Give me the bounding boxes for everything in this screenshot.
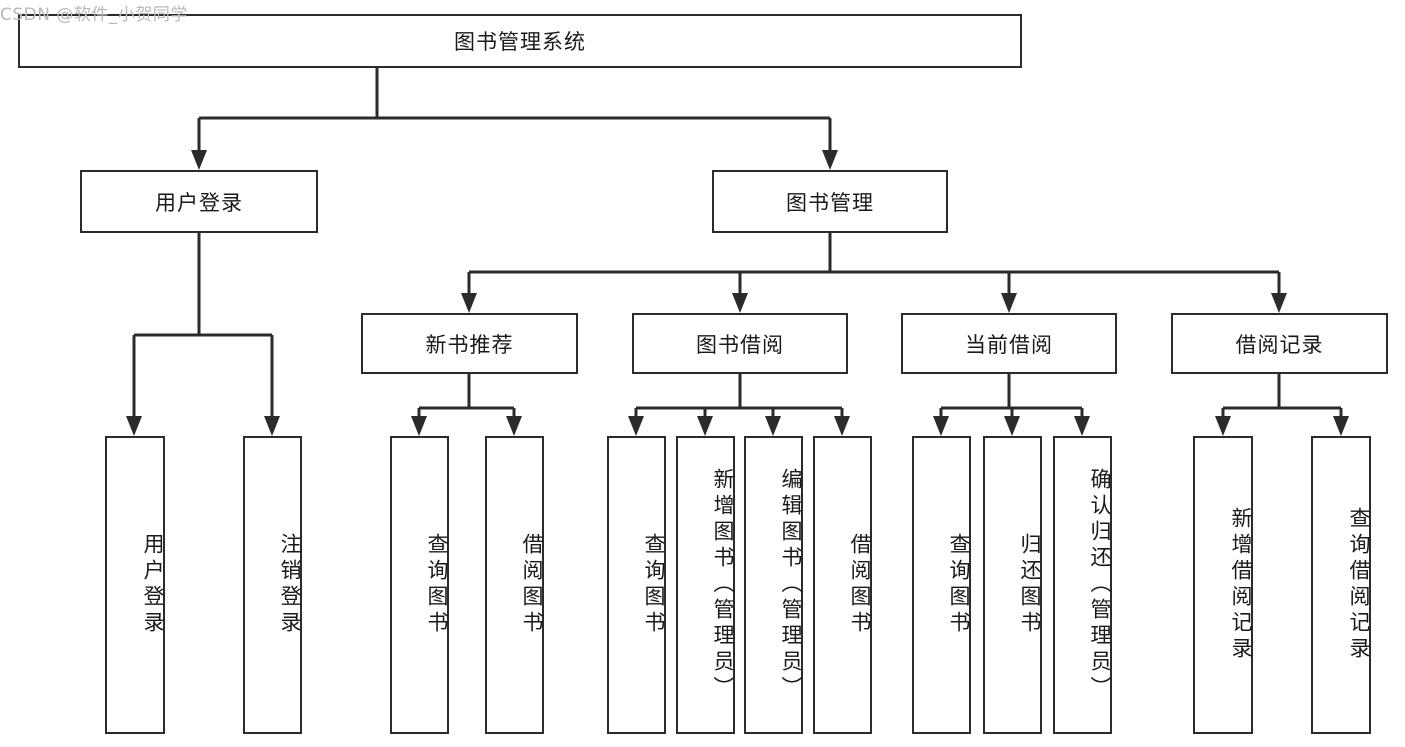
node-label: 借阅图书 [520,533,544,637]
node-leaf-confirm-return[interactable]: 确认归还（管理员） [1053,436,1112,734]
arrow-head [1074,416,1090,436]
node-leaf-query-book-2[interactable]: 查询图书 [607,436,666,734]
node-label: 新书推荐 [425,332,514,357]
node-label: 图书管理系统 [454,30,586,54]
arrow-head [264,416,280,436]
node-label: 查询图书 [425,533,449,637]
node-label: 查询图书 [642,533,666,637]
node-leaf-borrow-book-1[interactable]: 借阅图书 [485,436,544,734]
node-label: 当前借阅 [965,332,1053,357]
node-label: 新增图书（管理员） [711,468,735,702]
node-leaf-user-login[interactable]: 用户登录 [105,436,165,734]
node-label: 查询借阅记录 [1347,507,1371,663]
node-book-manage[interactable]: 图书管理 [712,170,948,233]
arrow-head [834,416,850,436]
arrow-head [191,150,207,170]
node-label: 归还图书 [1018,533,1042,637]
node-user-login[interactable]: 用户登录 [80,170,318,233]
arrow-head [628,416,644,436]
node-label: 借阅图书 [848,533,872,637]
node-label: 编辑图书（管理员） [779,468,803,702]
arrow-head [411,416,427,436]
node-label: 图书借阅 [696,332,784,357]
arrow-head [1004,416,1020,436]
node-label: 图书管理 [786,190,874,215]
arrow-head [765,416,781,436]
node-label: 确认归还（管理员） [1088,468,1112,702]
node-leaf-query-book-3[interactable]: 查询图书 [912,436,971,734]
node-leaf-query-record[interactable]: 查询借阅记录 [1311,436,1371,734]
node-leaf-borrow-book-2[interactable]: 借阅图书 [813,436,872,734]
arrow-head [697,416,713,436]
arrow-head [461,293,477,313]
arrow-head [1001,293,1017,313]
node-label: 用户登录 [155,190,243,215]
node-leaf-query-book-1[interactable]: 查询图书 [390,436,449,734]
arrow-head [1215,416,1231,436]
node-label: 新增借阅记录 [1229,507,1253,663]
arrow-head [822,150,838,170]
arrow-head [1333,416,1349,436]
watermark: CSDN @软件_小贺同学 [0,5,188,25]
node-current-borrow[interactable]: 当前借阅 [901,313,1117,374]
node-root[interactable]: 图书管理系统 [18,14,1022,68]
node-book-borrow[interactable]: 图书借阅 [632,313,848,374]
node-label: 用户登录 [141,533,165,637]
node-leaf-return-book[interactable]: 归还图书 [983,436,1042,734]
arrow-head [1271,293,1287,313]
node-new-book-recommend[interactable]: 新书推荐 [361,313,578,374]
arrow-head [732,293,748,313]
node-label: 借阅记录 [1235,332,1324,357]
arrow-head [126,416,142,436]
arrow-head [933,416,949,436]
node-label: 查询图书 [947,533,971,637]
node-label: 注销登录 [278,533,302,637]
node-leaf-add-record[interactable]: 新增借阅记录 [1193,436,1253,734]
arrow-head [506,416,522,436]
node-borrow-record[interactable]: 借阅记录 [1171,313,1388,374]
node-leaf-add-book[interactable]: 新增图书（管理员） [676,436,735,734]
node-leaf-edit-book[interactable]: 编辑图书（管理员） [744,436,803,734]
node-leaf-logout[interactable]: 注销登录 [243,436,302,734]
